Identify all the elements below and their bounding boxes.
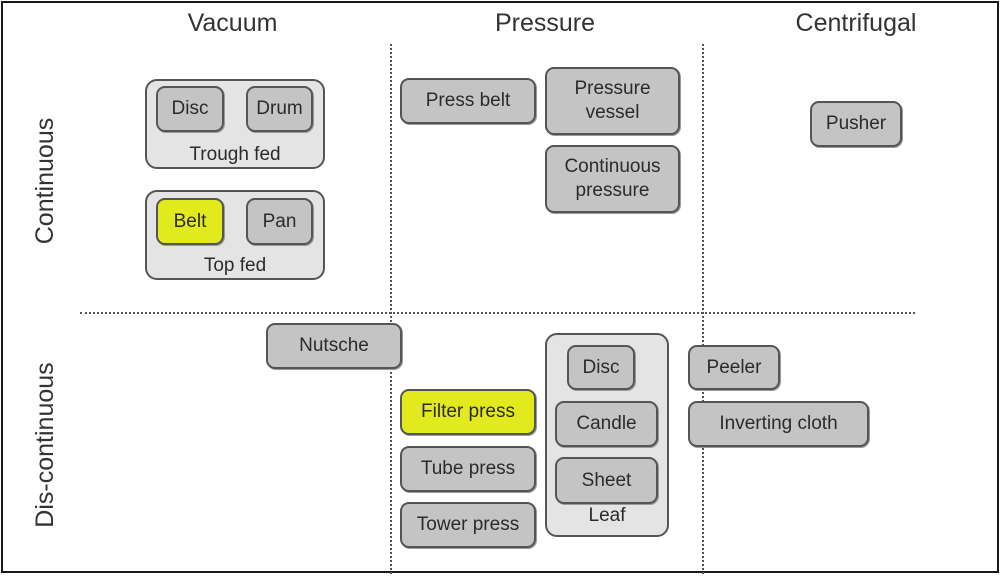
continuous-pressure-box: Continuous pressure (545, 145, 680, 213)
sheet-box: Sheet (555, 457, 658, 504)
disc-trough-box: Disc (156, 86, 224, 132)
column-header-pressure: Pressure (494, 9, 596, 37)
disc-leaf-box: Disc (567, 345, 635, 390)
nutsche-box: Nutsche (266, 323, 402, 369)
pressure-vessel-box: Pressure vessel (545, 67, 680, 135)
column-header-vacuum: Vacuum (187, 9, 278, 37)
tower-press-box: Tower press (400, 502, 536, 548)
belt-box: Belt (156, 198, 224, 245)
tube-press-box: Tube press (400, 446, 536, 492)
candle-box: Candle (555, 401, 658, 447)
drum-box: Drum (246, 86, 313, 132)
pusher-box: Pusher (810, 101, 902, 147)
row-divider-continuous-discontinuous (80, 312, 915, 314)
leaf-label: Leaf (588, 505, 626, 526)
inverting-cloth-box: Inverting cloth (688, 401, 869, 447)
row-header-continuous: Continuous (31, 117, 59, 245)
pan-box: Pan (246, 198, 313, 245)
column-divider-vacuum-pressure (390, 44, 392, 574)
row-header-discontinuous: Dis-continuous (31, 362, 59, 528)
column-divider-pressure-centrifugal (702, 44, 704, 574)
press-belt-box: Press belt (400, 78, 536, 124)
column-header-centrifugal: Centrifugal (795, 9, 917, 37)
trough-fed-label: Trough fed (189, 144, 281, 165)
peeler-box: Peeler (688, 345, 780, 390)
filter-press-box: Filter press (400, 389, 536, 435)
top-fed-label: Top fed (203, 255, 267, 276)
